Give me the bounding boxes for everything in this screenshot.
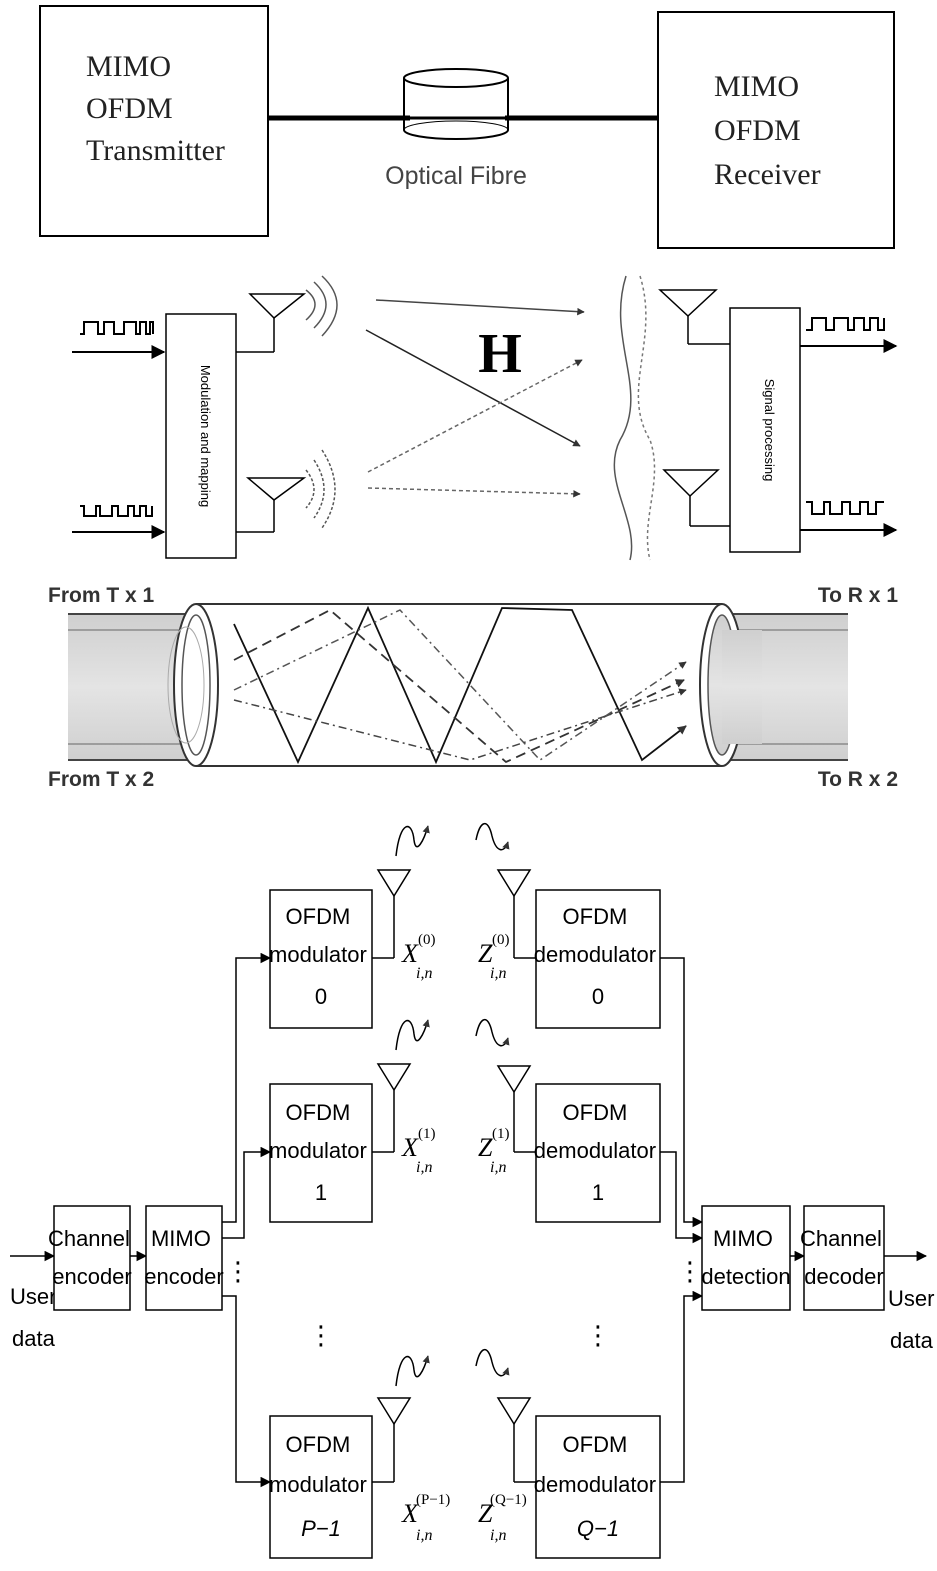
mimo-detection-block	[701, 1205, 791, 1311]
z-symbols: Z (0) i,n Z (1) i,n Z (Q−1) i,n	[478, 932, 527, 1544]
channel-encoder-label: Channel encoder	[48, 1226, 136, 1289]
svg-text:Z: Z	[478, 1133, 493, 1162]
rx-antenna-bottom-icon	[662, 469, 730, 527]
mimo-encoder-label: MIMO encoder	[144, 1226, 224, 1289]
encoder-dots: ⋮	[225, 1256, 251, 1286]
rx-antenna-q-1-icon	[475, 1349, 536, 1483]
ofdm-modulator-p-1-label: OFDM modulator P−1	[269, 1432, 373, 1541]
svg-text:(0): (0)	[418, 932, 436, 948]
panel-fibre-link: MIMO OFDM Transmitter MIMO OFDM Receiver…	[39, 5, 895, 249]
panel-fibre-modes: From T x 1 From T x 2 To R x 1 To R x 2	[48, 584, 898, 791]
detection-dots: ⋮	[677, 1256, 703, 1286]
user-data-out-label: User data	[888, 1286, 937, 1353]
ofdm-demodulator-1	[535, 1083, 661, 1223]
receiver-label: MIMO OFDM Receiver	[714, 70, 821, 191]
fibre-ray-paths	[233, 605, 687, 765]
to-rx1-label: To R x 1	[818, 584, 898, 607]
svg-text:i,n: i,n	[490, 1159, 506, 1176]
channel-encoder-block	[53, 1205, 131, 1311]
svg-text:i,n: i,n	[490, 965, 506, 982]
svg-text:i,n: i,n	[416, 965, 432, 982]
rx-antenna-top-icon	[658, 289, 730, 345]
svg-text:(0): (0)	[492, 932, 510, 948]
ofdm-demodulator-0	[535, 889, 661, 1029]
output-wave-bottom-icon	[800, 501, 898, 537]
channel-matrix-label: H	[478, 323, 522, 385]
ofdm-modulator-0-label: OFDM modulator 0	[269, 904, 373, 1009]
svg-text:i,n: i,n	[416, 1527, 432, 1544]
modulation-mapping-block	[165, 313, 237, 559]
tx-antenna-bottom-icon	[236, 449, 336, 533]
tx-antenna-1-icon	[372, 1019, 430, 1153]
to-rx2-label: To R x 2	[818, 768, 898, 791]
demodulator-dots: ⋮	[585, 1320, 611, 1350]
x-symbols: X (0) i,n X (1) i,n X (P−1) i,n	[401, 932, 450, 1544]
tx-antenna-p-1-icon	[372, 1355, 430, 1483]
svg-text:(1): (1)	[492, 1126, 510, 1142]
svg-text:X: X	[401, 1499, 419, 1528]
receiver-box	[657, 11, 895, 249]
ofdm-demodulator-q-1	[535, 1415, 661, 1559]
svg-text:Z: Z	[478, 939, 493, 968]
signal-processing-label: Signal processing	[762, 379, 777, 482]
svg-text:i,n: i,n	[490, 1527, 506, 1544]
ofdm-modulator-0	[269, 889, 373, 1029]
rx-wavefront-icon	[613, 275, 656, 561]
fibre-tube	[196, 604, 722, 766]
input-wave-bottom-icon	[72, 505, 166, 539]
svg-text:(1): (1)	[418, 1126, 436, 1142]
svg-text:(P−1): (P−1)	[416, 1492, 450, 1508]
tx-antenna-0-icon	[372, 825, 430, 959]
from-tx1-label: From T x 1	[48, 584, 155, 607]
signal-processing-block	[729, 307, 801, 553]
input-wave-top-icon	[72, 321, 166, 359]
rx-antenna-0-icon	[475, 823, 536, 959]
panel-mimo-wireless: Modulation and mapping H	[72, 275, 898, 561]
svg-text:Z: Z	[478, 1499, 493, 1528]
channel-paths	[365, 299, 585, 498]
transmitter-label: MIMO OFDM Transmitter	[86, 50, 225, 167]
svg-text:X: X	[401, 939, 419, 968]
ofdm-demodulator-1-label: OFDM demodulator 1	[534, 1100, 662, 1205]
ofdm-modulator-p-1	[269, 1415, 373, 1559]
panel-mimo-ofdm-system: User data Channel encoder MIMO encoder ⋮…	[10, 823, 937, 1559]
svg-text:(Q−1): (Q−1)	[490, 1492, 527, 1508]
user-data-in-label: User data	[10, 1284, 63, 1351]
svg-text:i,n: i,n	[416, 1159, 432, 1176]
from-tx2-label: From T x 2	[48, 768, 154, 791]
channel-decoder-label: Channel decoder	[800, 1226, 888, 1289]
fibre-label: Optical Fibre	[385, 162, 527, 190]
fibre-spool-icon	[403, 68, 509, 140]
ofdm-modulator-1	[269, 1083, 373, 1223]
mimo-encoder-block	[145, 1205, 223, 1311]
output-wave-top-icon	[800, 317, 898, 353]
modulator-dots: ⋮	[308, 1320, 334, 1350]
mimo-detection-label: MIMO detection	[701, 1226, 790, 1289]
ofdm-demodulator-0-label: OFDM demodulator 0	[534, 904, 662, 1009]
rx-antenna-1-icon	[475, 1019, 536, 1153]
modulation-mapping-label: Modulation and mapping	[198, 365, 213, 507]
tx-antenna-top-icon	[236, 275, 338, 353]
transmitter-box	[39, 5, 269, 237]
ofdm-modulator-1-label: OFDM modulator 1	[269, 1100, 373, 1205]
ofdm-demodulator-q-1-label: OFDM demodulator Q−1	[534, 1432, 662, 1541]
channel-decoder-block	[803, 1205, 885, 1311]
svg-text:X: X	[401, 1133, 419, 1162]
